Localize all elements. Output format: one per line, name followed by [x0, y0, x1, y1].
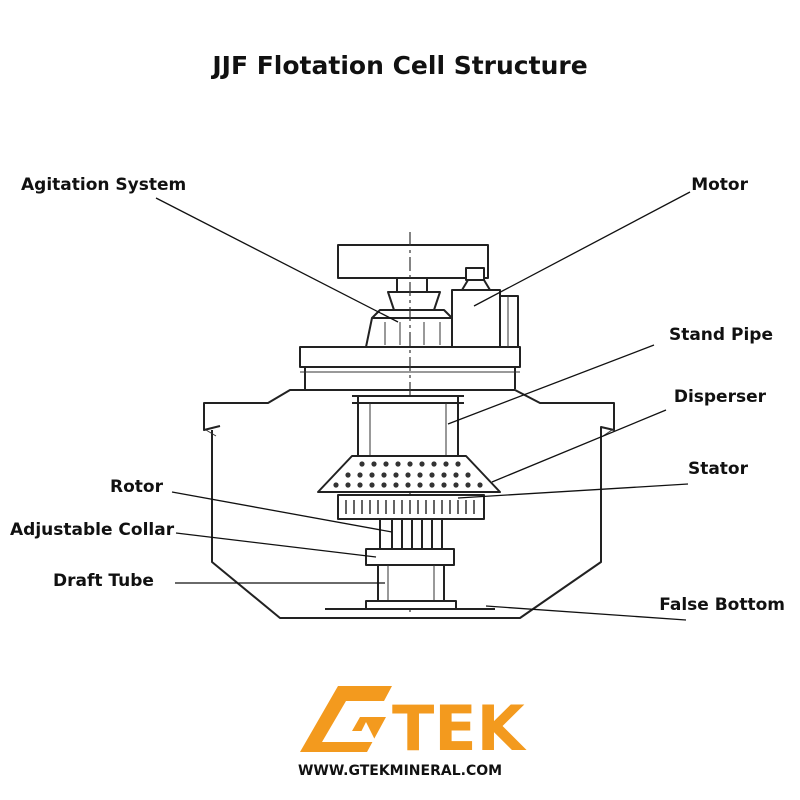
stator-slots [345, 500, 475, 514]
leader-lines [155, 191, 691, 621]
label-draft-tube: Draft Tube [53, 571, 154, 591]
leader-disperser [491, 409, 667, 483]
label-agitation-system: Agitation System [21, 175, 186, 195]
label-rotor: Rotor [110, 477, 164, 497]
stand-pipe [357, 395, 459, 459]
leader-motor [473, 191, 691, 307]
leader-stator [457, 483, 689, 499]
logo-url: WWW.GTEKMINERAL.COM [298, 763, 502, 779]
leader-false-bottom [485, 605, 687, 621]
label-stator: Stator [688, 459, 749, 479]
gtek-logo: TEK WWW.GTEKMINERAL.COM [298, 686, 527, 779]
label-false-bottom: False Bottom [659, 595, 785, 615]
leader-stand-pipe [447, 344, 655, 425]
adjustable-collar [365, 548, 455, 566]
label-disperser: Disperser [674, 387, 767, 407]
tank-body [203, 389, 615, 619]
stator-band [337, 494, 485, 520]
leader-adjustable-collar [175, 532, 377, 558]
leader-rotor [171, 491, 393, 533]
label-motor: Motor [691, 175, 748, 195]
disperser-holes [333, 461, 483, 488]
false-bottom-flange [365, 600, 457, 610]
rotor-blades [379, 518, 443, 550]
label-stand-pipe: Stand Pipe [669, 325, 773, 345]
part-labels: Agitation System Motor Stand Pipe Disper… [10, 175, 785, 615]
leader-agitation-system [155, 197, 399, 323]
label-adjustable-collar: Adjustable Collar [10, 520, 175, 540]
logo-wordmark: TEK [392, 692, 527, 765]
motor-body [451, 289, 501, 348]
top-plate [337, 244, 489, 279]
page-title: JJF Flotation Cell Structure [210, 51, 587, 80]
flotation-cell-drawing [203, 232, 615, 619]
logo-g-mark [300, 686, 392, 752]
